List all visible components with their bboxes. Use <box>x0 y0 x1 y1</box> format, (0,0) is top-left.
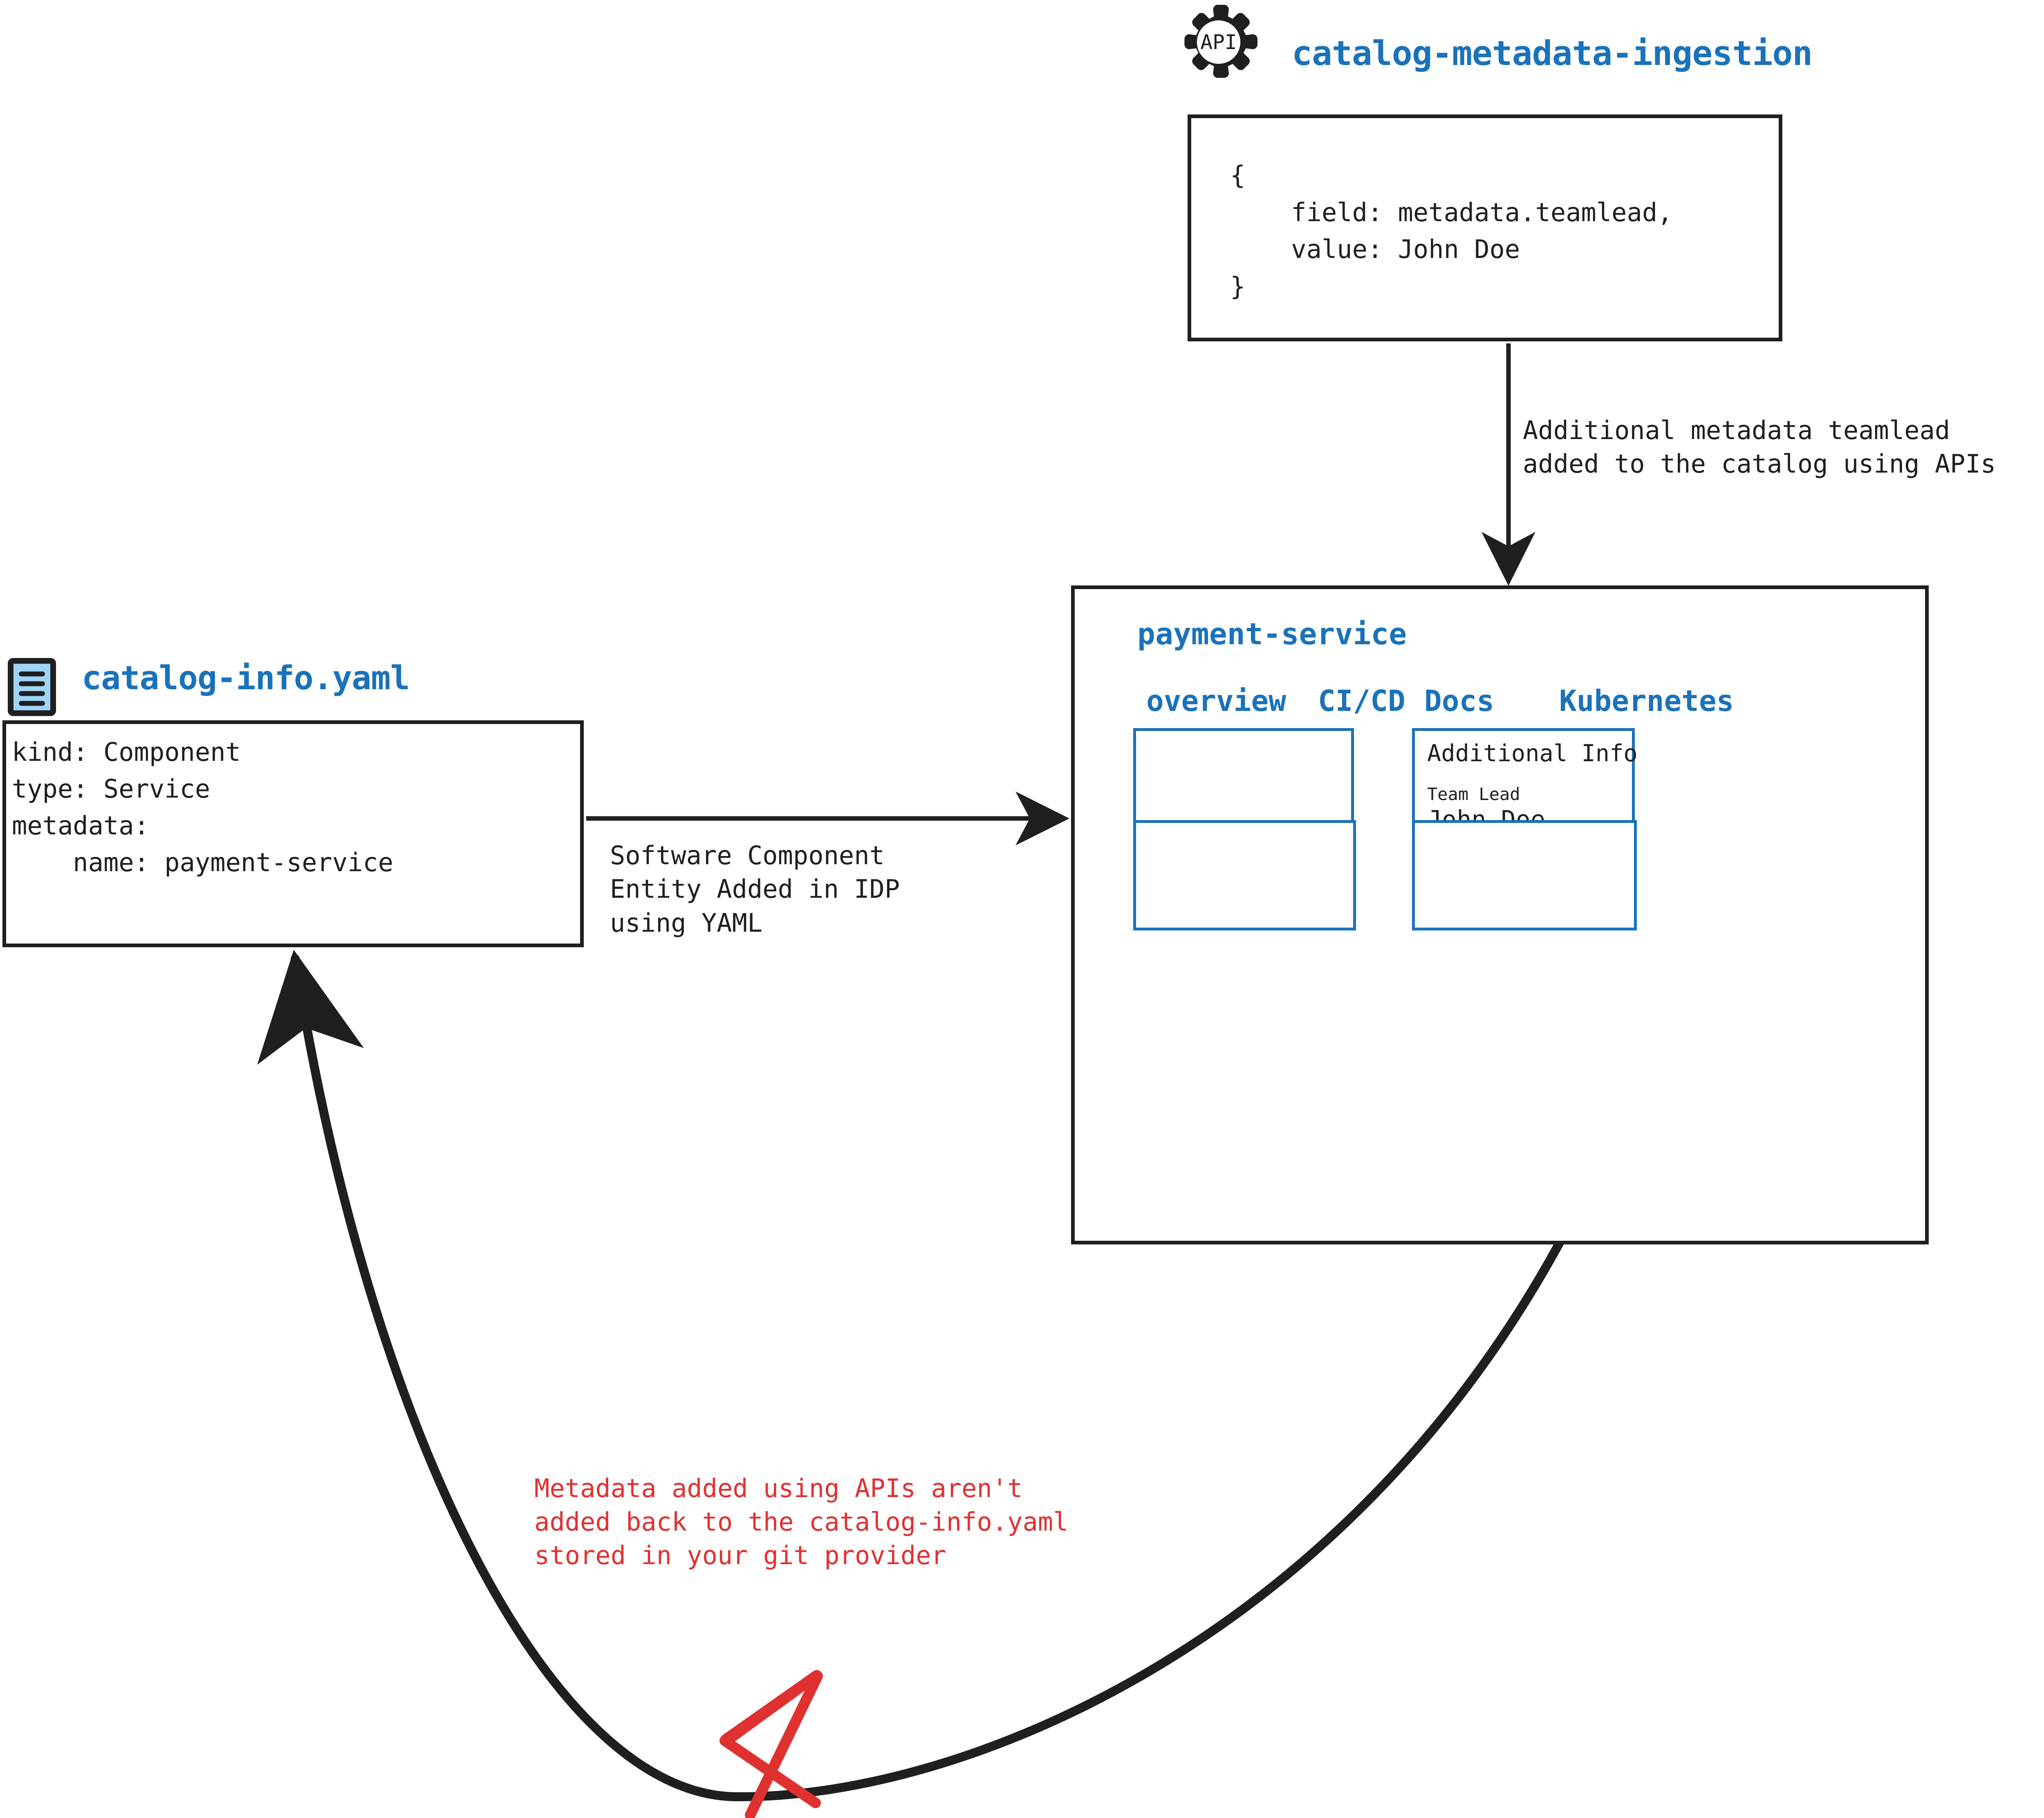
api-gear-icon: API <box>1180 3 1257 81</box>
arrow-label-yaml-to-panel: Software Component Entity Added in IDP u… <box>610 841 900 938</box>
svg-text:API: API <box>1200 30 1237 54</box>
tab-cicd[interactable]: CI/CD <box>1318 684 1405 718</box>
team-lead-label: Team Lead <box>1427 784 1520 804</box>
arrow-label-api-to-panel: Additional metadata teamlead added to th… <box>1523 415 1996 479</box>
panel-title: payment-service <box>1137 617 1407 652</box>
bottom-left-card[interactable] <box>1133 820 1356 930</box>
catalog-info-yaml-box: kind: Component type: Service metadata: … <box>2 720 584 947</box>
api-payload-box: { field: metadata.teamlead, value: John … <box>1188 114 1782 341</box>
api-node-title: catalog-metadata-ingestion <box>1292 34 1813 73</box>
tab-kubernetes[interactable]: Kubernetes <box>1559 684 1734 718</box>
catalog-info-yaml-code: kind: Component type: Service metadata: … <box>12 737 394 877</box>
bottom-right-card[interactable] <box>1412 820 1637 930</box>
yaml-file-icon <box>7 657 56 717</box>
red-x-icon <box>719 1670 823 1818</box>
warning-label-metadata-not-synced: Metadata added using APIs aren't added b… <box>534 1473 1069 1570</box>
additional-info-heading: Additional Info <box>1427 740 1638 767</box>
api-payload-code: { field: metadata.teamlead, value: John … <box>1230 160 1673 301</box>
payment-service-panel: payment-service overview CI/CD Docs Kube… <box>1071 585 1929 1244</box>
tab-docs[interactable]: Docs <box>1424 684 1494 718</box>
yaml-node-title: catalog-info.yaml <box>82 659 410 697</box>
tab-overview[interactable]: overview <box>1146 684 1286 718</box>
